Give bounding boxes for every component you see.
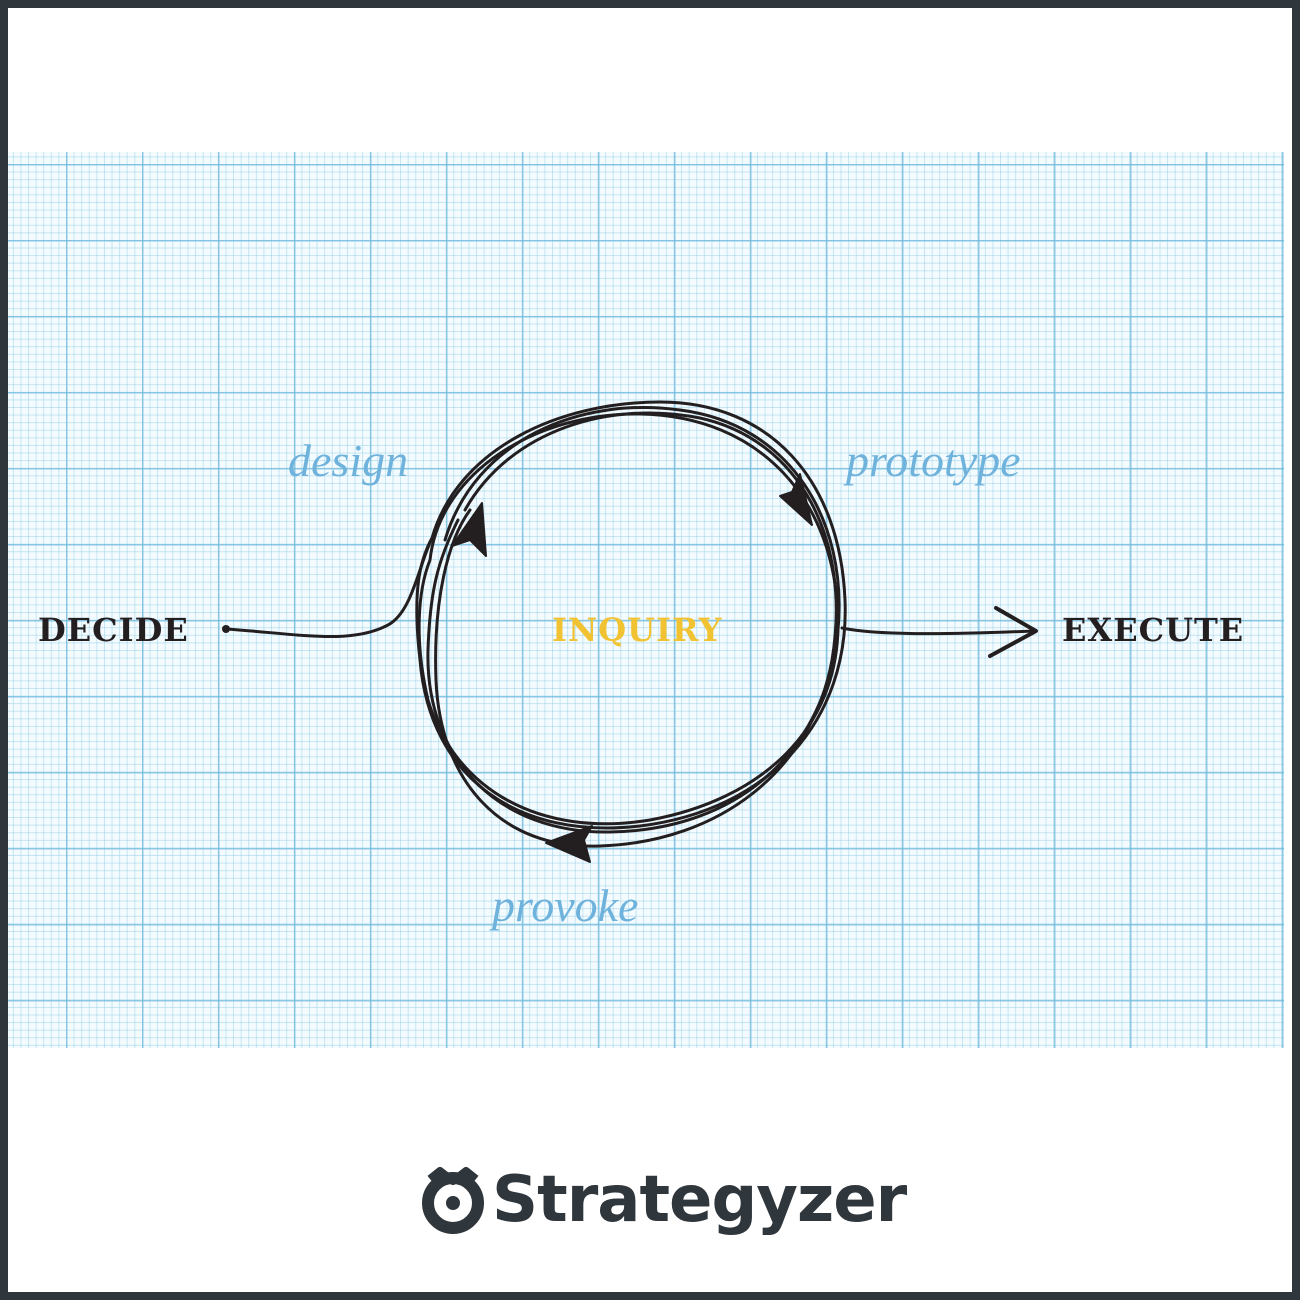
- loop-arrow-up: [451, 502, 487, 557]
- design-label: design: [288, 435, 409, 486]
- brand-name: Strategyzer: [492, 1163, 907, 1237]
- loop-arrow-left: [545, 825, 593, 863]
- entry-line: [224, 536, 434, 639]
- graph-paper-background: [8, 152, 1284, 1048]
- exit-arrowhead: [988, 606, 1038, 658]
- loop-arrow-down-right: [779, 473, 813, 526]
- inquiry-label: INQUIRY: [552, 611, 723, 649]
- loop-stroke-4: [417, 412, 840, 826]
- prototype-label: prototype: [846, 435, 1021, 486]
- brand-logo: Strategyzer: [418, 1160, 907, 1240]
- exit-line: [840, 626, 1036, 636]
- execute-label: EXECUTE: [1062, 611, 1245, 649]
- loop-stroke-3: [434, 411, 838, 848]
- provoke-label: provoke: [492, 880, 639, 931]
- decide-label: DECIDE: [38, 611, 189, 649]
- strategyzer-logo-icon: [422, 1167, 484, 1234]
